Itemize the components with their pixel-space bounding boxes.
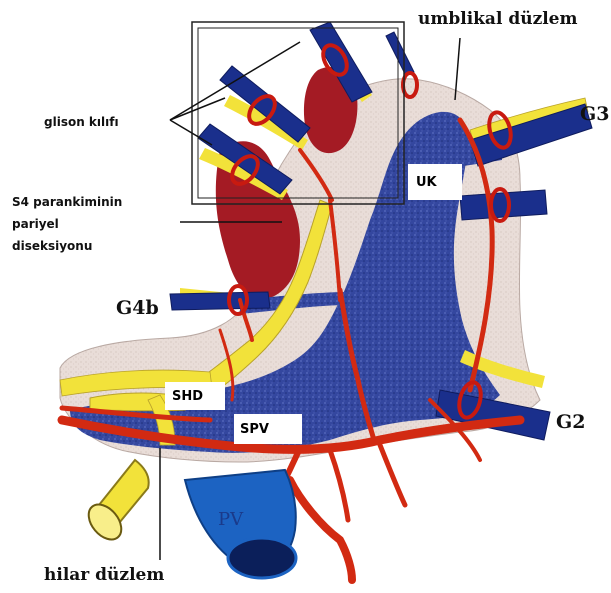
g4b-label: G4b: [116, 297, 159, 319]
glisson-sheath-label: glison kılıfı: [44, 115, 119, 129]
g2-label: G2: [556, 411, 585, 433]
s4-label-line3: diseksiyonu: [12, 239, 92, 253]
hilar-plane-label: hilar düzlem: [44, 565, 164, 585]
s4-label-line1: S4 parankiminin: [12, 195, 122, 209]
uk-label: UK: [416, 175, 438, 190]
pv-label: PV: [218, 509, 244, 530]
g3-label: G3: [580, 103, 609, 125]
portal-vein-opening: [228, 538, 296, 578]
shd-label: SHD: [172, 389, 203, 404]
umbilical-plane-label: umblikal düzlem: [418, 9, 577, 29]
spv-label: SPV: [240, 422, 269, 437]
s4-label-line2: pariyel: [12, 217, 59, 231]
